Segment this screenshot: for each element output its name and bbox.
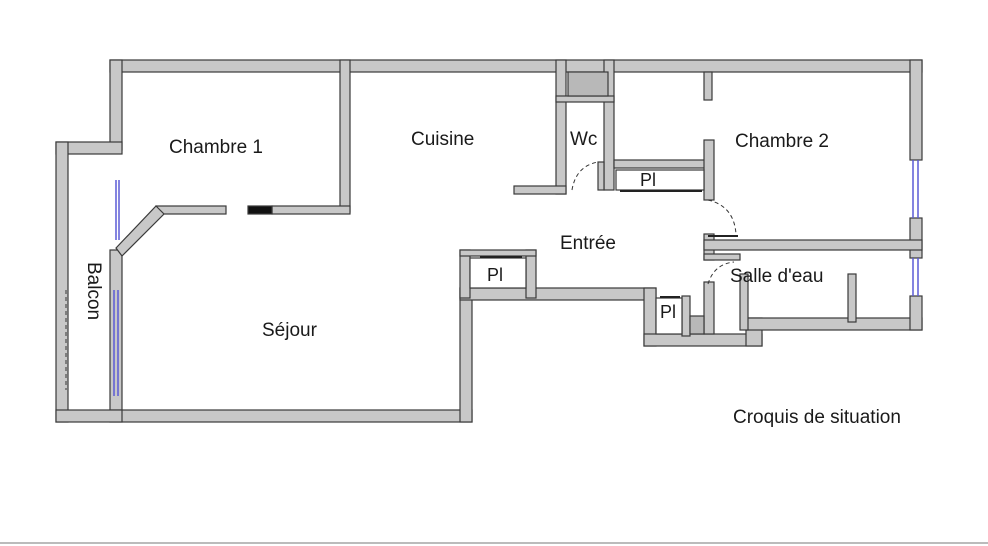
wc-wall-bottom-left (513, 185, 567, 195)
wall-sejour-right (459, 287, 473, 423)
entree-placard-top (459, 249, 537, 257)
labels: Chambre 1 Cuisine Wc Chambre 2 Entrée Sé… (83, 129, 901, 428)
gaine-divider (681, 295, 691, 337)
label-wc: Wc (570, 129, 597, 150)
wall-right-lower (909, 295, 923, 331)
label-chambre2: Chambre 2 (735, 131, 829, 152)
label-cuisine: Cuisine (411, 129, 474, 150)
chambre1-door-marker (247, 205, 273, 215)
label-placard-chambre2: Pl (640, 170, 656, 190)
sde-wall-top-stub (703, 253, 741, 261)
label-placard-entree: Pl (487, 265, 503, 285)
wc-wall-stub (597, 161, 605, 191)
sde-wall-inner-1 (739, 273, 749, 331)
chambre2-wall-bottom (703, 239, 923, 251)
wc-wall-right (603, 59, 615, 191)
wall-bottom-sde (745, 317, 923, 331)
wc-wall-left (555, 59, 567, 195)
chambre1-wall-bottom-left (155, 205, 227, 215)
wall-top (109, 59, 923, 73)
label-placard-gaine: Pl (660, 302, 676, 322)
chambre1-wall-right (339, 59, 351, 213)
balcon-wall-bottom (55, 409, 123, 423)
label-salle-eau: Salle d'eau (730, 266, 823, 287)
wall-gaine-bottom (643, 333, 763, 347)
sde-door-swing (707, 261, 735, 285)
entree-placard-left (459, 249, 471, 299)
wall-bottom-sejour (109, 409, 473, 423)
wall-right-middle (909, 217, 923, 259)
wc-wall-top-divider (555, 95, 615, 103)
sde-wall-inner-2 (847, 273, 857, 323)
gaine-box (689, 315, 705, 335)
label-sejour: Séjour (262, 320, 318, 341)
label-chambre1: Chambre 1 (169, 137, 263, 158)
wall-entree-bottom (459, 287, 657, 301)
chambre1-wall-diagonal (115, 205, 165, 257)
balcon-wall-left (55, 141, 69, 423)
wc-door-swing (571, 161, 599, 191)
wall-right-upper (909, 59, 923, 161)
chambre2-placard-top (613, 159, 711, 169)
placard-chambre2 (615, 169, 705, 191)
closets (469, 169, 705, 335)
label-entree: Entrée (560, 233, 616, 254)
sde-wall-left (703, 281, 715, 335)
placard-gaine (655, 297, 683, 335)
entree-placard-right (525, 249, 537, 299)
chambre2-wall-stub-top (703, 71, 713, 101)
label-balcon: Balcon (83, 262, 104, 320)
wall-left-lower (109, 249, 123, 421)
chambre1-wall-bottom-right (271, 205, 351, 215)
wall-left-upper (109, 59, 123, 151)
windows (65, 160, 919, 396)
placard-entree (469, 257, 527, 289)
walls (55, 59, 923, 423)
wc-duct (567, 71, 609, 97)
chambre2-wall-left-upper (703, 139, 715, 201)
chambre2-door-swing (707, 199, 737, 235)
door-swings (571, 161, 738, 285)
caption-croquis: Croquis de situation (733, 407, 901, 428)
